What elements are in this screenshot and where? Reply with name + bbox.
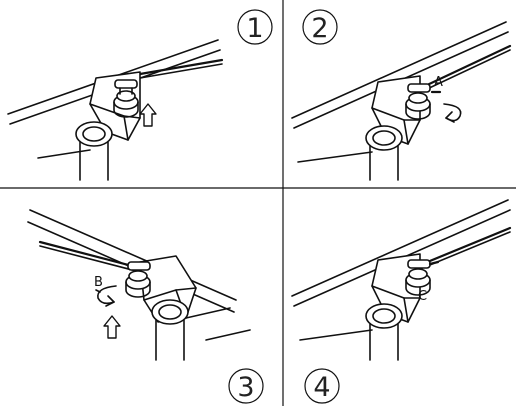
svg-text:1: 1 — [246, 13, 263, 44]
svg-text:2: 2 — [311, 13, 328, 44]
callout-c: C — [418, 289, 427, 304]
svg-text:4: 4 — [313, 372, 330, 403]
panel-label-2: 2 — [302, 9, 338, 45]
panel-label-4: 4 — [304, 368, 340, 404]
panel-label-1: 1 — [237, 9, 273, 45]
panel-1-drawing — [7, 39, 224, 181]
panel-4-drawing — [291, 199, 512, 361]
panel-3-drawing — [27, 209, 251, 361]
svg-text:3: 3 — [237, 372, 254, 403]
callout-a: A — [434, 75, 443, 90]
panel-label-3: 3 — [228, 368, 264, 404]
callout-b: B — [94, 275, 103, 290]
panel-2-drawing — [291, 21, 512, 181]
